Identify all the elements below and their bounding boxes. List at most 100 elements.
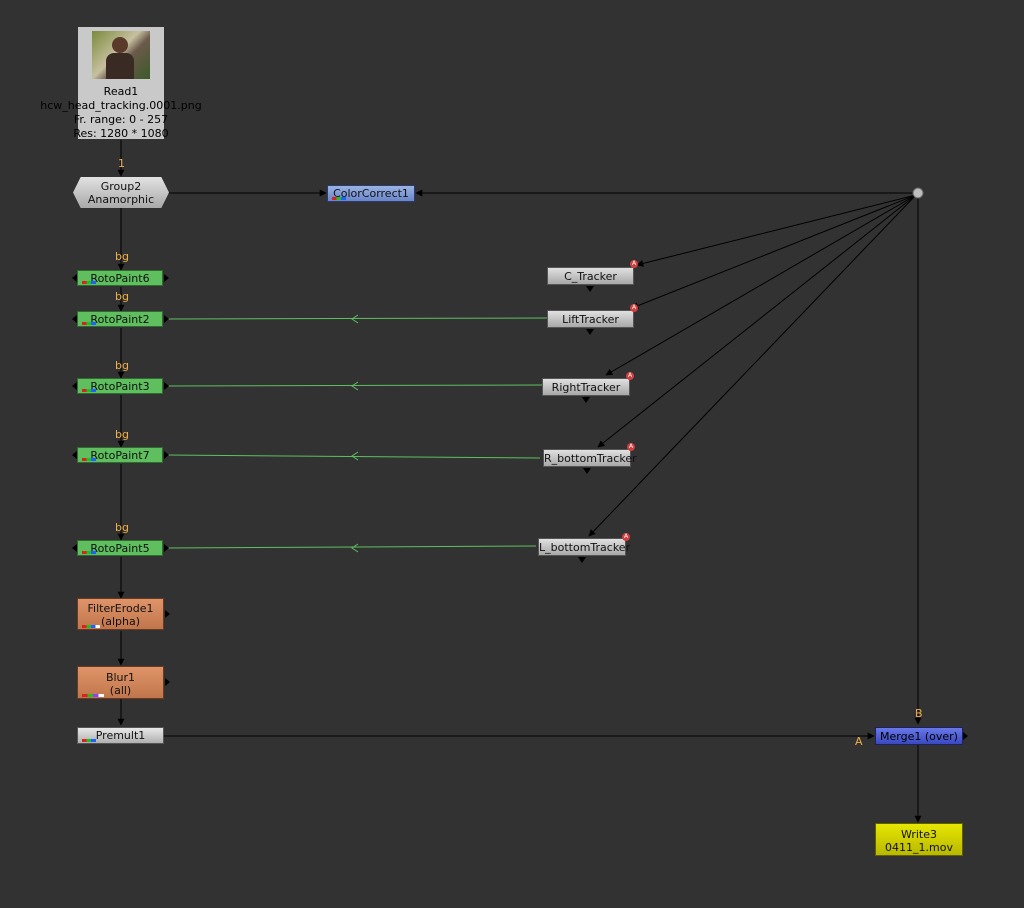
read-node-label: Read1 hcw_head_tracking.0001.png Fr. ran… [20, 85, 222, 141]
tracker-node-name: L_bottomTracker [539, 541, 631, 554]
tracker-out-arrow [586, 286, 594, 292]
thumbnail-body [106, 53, 134, 79]
pipe-label-bg: bg [115, 250, 129, 263]
mask-input-arrow[interactable] [164, 274, 169, 282]
blur-node-sub: (all) [109, 684, 132, 697]
tracker-node-name: C_Tracker [564, 270, 617, 283]
filtererode-node-sub: (alpha) [100, 615, 141, 628]
group-node-name: Group2 [100, 180, 142, 193]
write-node-file: 0411_1.mov [885, 841, 953, 854]
pipe-label-bg: bg [115, 290, 129, 303]
read-node-file: hcw_head_tracking.0001.png [40, 99, 202, 112]
rotopaint-node-name: RotoPaint2 [90, 313, 150, 326]
tracker-out-arrow [586, 329, 594, 335]
pipe-dot-rbottom [597, 194, 917, 448]
tracker-badge-icon: A [622, 533, 630, 541]
pipe-label-a: A [855, 735, 863, 748]
mask-input-arrow[interactable] [164, 315, 169, 323]
group-node[interactable]: Group2 Anamorphic [73, 177, 169, 208]
merge-node[interactable]: Merge1 (over) [875, 727, 963, 745]
link-right-roto3 [165, 384, 543, 387]
rotopaint-node[interactable]: RotoPaint2 [77, 311, 163, 327]
rotopaint-node[interactable]: RotoPaint7 [77, 447, 163, 463]
colorcorrect-node[interactable]: ColorCorrect1 [327, 185, 415, 202]
tracker-badge-icon: A [626, 372, 634, 380]
mask-input-arrow[interactable] [164, 382, 169, 390]
tracker-node[interactable]: R_bottomTracker [543, 449, 637, 467]
channel-chip [82, 281, 96, 284]
premult-node-name: Premult1 [95, 729, 146, 742]
channel-chip [82, 458, 96, 461]
pipe-label-b: B [915, 707, 923, 720]
dot-node[interactable] [912, 187, 924, 199]
tracker-badge-icon: A [627, 443, 635, 451]
filtererode-node[interactable]: FilterErode1 (alpha) [77, 598, 164, 630]
rotopaint-node[interactable]: RotoPaint6 [77, 270, 163, 286]
channel-chip [82, 739, 96, 742]
link-arrow-1 [351, 314, 359, 324]
read-node-range: Fr. range: 0 - 257 [73, 113, 169, 126]
rotopaint-node-name: RotoPaint3 [90, 380, 150, 393]
filtererode-node-name: FilterErode1 [87, 602, 154, 615]
link-arrow-3 [351, 451, 359, 461]
mask-input-arrow[interactable] [72, 451, 77, 459]
blur-node-name: Blur1 [105, 671, 136, 684]
mask-input-arrow[interactable] [164, 544, 169, 552]
tracker-node[interactable]: L_bottomTracker [538, 538, 631, 556]
channel-chip [82, 389, 96, 392]
mask-input-arrow[interactable] [165, 678, 170, 686]
tracker-node[interactable]: C_Tracker [547, 267, 634, 285]
colorcorrect-node-name: ColorCorrect1 [333, 187, 409, 200]
rotopaint-node-name: RotoPaint6 [90, 272, 150, 285]
rotopaint-node[interactable]: RotoPaint3 [77, 378, 163, 394]
pipe-dot-lifttracker [631, 194, 917, 309]
tracker-out-arrow [578, 557, 586, 563]
link-lift-roto2 [165, 317, 548, 320]
mask-input-arrow[interactable] [72, 544, 77, 552]
channel-chip [82, 551, 96, 554]
rotopaint-node[interactable]: RotoPaint5 [77, 540, 163, 556]
write-node-name: Write3 [900, 828, 938, 841]
tracker-badge-icon: A [630, 260, 638, 268]
channel-chip [82, 625, 100, 628]
tracker-node[interactable]: LiftTracker [547, 310, 634, 328]
tracker-out-arrow [583, 468, 591, 474]
thumbnail-figure [112, 37, 128, 53]
channel-chip [82, 694, 104, 697]
read-node-res: Res: 1280 * 1080 [73, 127, 169, 140]
tracker-node-name: RightTracker [551, 381, 621, 394]
tracker-badge-icon: A [630, 304, 638, 312]
group-node-sub: Anamorphic [87, 193, 155, 206]
pipe-dot-righttracker [605, 194, 917, 376]
write-node[interactable]: Write3 0411_1.mov [875, 823, 963, 856]
mask-input-arrow[interactable] [72, 382, 77, 390]
merge-node-name: Merge1 (over) [880, 730, 958, 743]
mask-input-arrow[interactable] [72, 274, 77, 282]
pipe-label-bg: bg [115, 428, 129, 441]
rotopaint-node-name: RotoPaint5 [90, 542, 150, 555]
link-lbottom-roto5 [165, 545, 537, 549]
read-node[interactable] [78, 27, 164, 139]
read-thumbnail [92, 31, 150, 79]
tracker-out-arrow [582, 397, 590, 403]
link-arrow-4 [351, 543, 359, 553]
channel-chip [332, 197, 346, 200]
channel-chip [82, 322, 96, 325]
pipe-dot-ctracker [636, 194, 917, 267]
pipe-dot-lbottom [588, 194, 917, 537]
blur-node[interactable]: Blur1 (all) [77, 666, 164, 699]
pipe-label-bg: bg [115, 359, 129, 372]
tracker-node-name: LiftTracker [562, 313, 619, 326]
mask-input-arrow[interactable] [165, 610, 170, 618]
tracker-node[interactable]: RightTracker [542, 378, 630, 396]
premult-node[interactable]: Premult1 [77, 727, 164, 744]
rotopaint-node-name: RotoPaint7 [90, 449, 150, 462]
mask-input-arrow[interactable] [72, 315, 77, 323]
link-arrow-2 [351, 381, 359, 391]
tracker-node-name: R_bottomTracker [544, 452, 637, 465]
read-node-name: Read1 [103, 85, 139, 98]
pipe-label-bg: bg [115, 521, 129, 534]
mask-input-arrow[interactable] [164, 451, 169, 459]
mask-input-arrow[interactable] [963, 732, 968, 740]
